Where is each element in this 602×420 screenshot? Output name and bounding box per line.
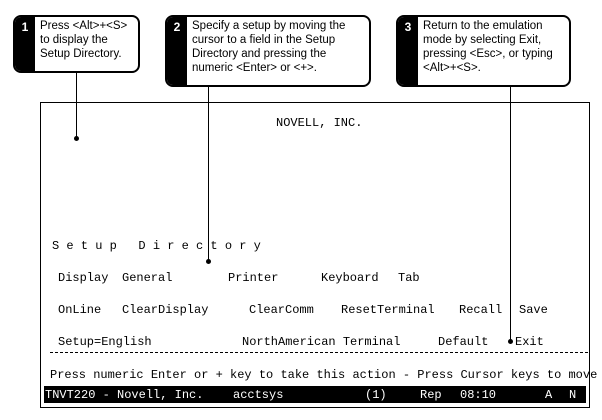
status-emulator: TNVT220 - Novell, Inc. <box>45 388 204 402</box>
status-flag-n: N <box>569 388 577 402</box>
menu-terminal-type[interactable]: NorthAmerican Terminal <box>242 335 401 349</box>
menu-keyboard[interactable]: Keyboard <box>321 271 379 285</box>
leader-line-2 <box>208 87 209 260</box>
callout-text: Return to the emulation mode by selectin… <box>423 20 553 74</box>
leader-dot-1 <box>74 136 79 141</box>
menu-setup-language[interactable]: Setup=English <box>58 335 152 349</box>
menu-save[interactable]: Save <box>519 303 548 317</box>
leader-line-1 <box>76 73 77 138</box>
menu-display[interactable]: Display <box>58 271 109 285</box>
menu-default[interactable]: Default <box>438 335 489 349</box>
leader-dot-2 <box>206 259 211 264</box>
menu-resetterminal[interactable]: ResetTerminal <box>341 303 435 317</box>
callout-text: Press <Alt>+<S> to display the Setup Dir… <box>40 20 128 60</box>
leader-dot-3 <box>508 339 513 344</box>
step-number: 1 <box>15 17 35 71</box>
status-time: 08:10 <box>460 388 497 402</box>
prompt-line: Press numeric Enter or + key to take thi… <box>50 368 598 382</box>
menu-online[interactable]: OnLine <box>58 303 102 317</box>
callout-3: 3 Return to the emulation mode by select… <box>396 15 571 87</box>
menu-tab[interactable]: Tab <box>398 271 420 285</box>
status-bar: TNVT220 - Novell, Inc. acctsys (1) Rep 0… <box>44 386 586 403</box>
divider <box>50 352 588 353</box>
step-number: 2 <box>167 17 187 85</box>
leader-line-3 <box>510 87 511 340</box>
menu-clearcomm[interactable]: ClearComm <box>249 303 314 317</box>
terminal-header: NOVELL, INC. <box>276 116 363 130</box>
menu-cleardisplay[interactable]: ClearDisplay <box>122 303 209 317</box>
callout-1: 1 Press <Alt>+<S> to display the Setup D… <box>13 15 140 73</box>
status-flag-a: A <box>545 388 553 402</box>
status-session: (1) <box>365 388 387 402</box>
menu-exit[interactable]: Exit <box>515 335 544 349</box>
status-mode: Rep <box>420 388 442 402</box>
status-host: acctsys <box>233 388 284 402</box>
terminal-window <box>40 102 590 408</box>
callout-text: Specify a setup by moving the cursor to … <box>192 20 346 74</box>
menu-general[interactable]: General <box>122 271 173 285</box>
callout-2: 2 Specify a setup by moving the cursor t… <box>165 15 371 87</box>
setup-directory-title: S e t u p D i r e c t o r y <box>52 239 261 253</box>
menu-recall[interactable]: Recall <box>459 303 503 317</box>
menu-printer[interactable]: Printer <box>228 271 279 285</box>
step-number: 3 <box>398 17 418 85</box>
